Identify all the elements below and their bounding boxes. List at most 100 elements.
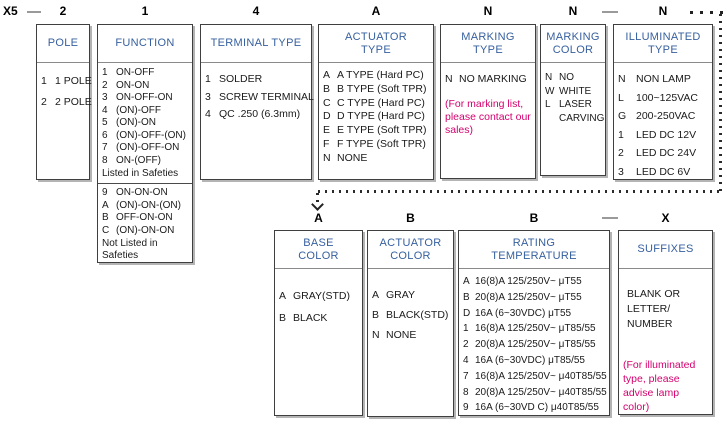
code-item: W WHITE	[545, 85, 601, 99]
code-illuminated-type: N	[658, 4, 668, 18]
note-text: (For marking list, please contact our sa…	[445, 98, 531, 136]
code-item: A (ON)-ON-(ON)	[102, 200, 188, 213]
item-label: 16A (6~30VDC) μT55	[475, 307, 572, 319]
item-code: 1	[463, 323, 469, 335]
item-code: W	[545, 85, 555, 97]
item-label: A TYPE (Hard PC)	[337, 69, 424, 81]
marking-type-box: MARKING TYPE N NO MARKING (For marking lis…	[440, 24, 536, 179]
item-code: 8	[102, 154, 108, 166]
item-label: NONE	[337, 151, 368, 164]
item-label: ON-OFF	[116, 67, 155, 78]
item-label: (ON)-OFF	[116, 104, 161, 116]
item-code: 1	[205, 73, 211, 85]
item-label: NO	[559, 72, 574, 83]
item-code: 4	[463, 354, 469, 366]
code-actuator-type: A	[371, 4, 381, 18]
item-label: 100~125VAC	[636, 91, 698, 104]
item-code: A	[102, 199, 109, 211]
code-item: 2 ON-ON	[102, 80, 188, 93]
section-divider	[98, 183, 192, 184]
static-text: BLANK OR LETTER/ NUMBER	[627, 288, 681, 330]
item-label: D TYPE (Hard PC)	[337, 110, 425, 123]
marking-type-box-title: MARKING TYPE	[441, 25, 535, 63]
base-color-box-title: BASE COLOR	[275, 231, 362, 269]
terminal-type-box-title: TERMINAL TYPE	[201, 25, 311, 63]
item-code: 1	[41, 75, 47, 87]
part-prefix: X5	[3, 4, 18, 18]
item-label: 20(8)A 125/250V~ μ40T85/55	[475, 386, 607, 398]
item-code: N	[372, 329, 380, 341]
dotted-connector-line	[316, 193, 319, 202]
item-label: 16(8)A 125/250V~ μT55	[475, 276, 582, 287]
code-item: 1 SOLDER	[205, 71, 307, 89]
pole-box-title: POLE	[37, 25, 89, 63]
item-code: L	[545, 99, 551, 110]
code-item: F F TYPE (Soft TPR)	[323, 138, 429, 152]
item-code: 5	[102, 117, 108, 128]
item-code: 2	[463, 339, 469, 351]
code-item: 4 (ON)-OFF	[102, 105, 188, 118]
item-label: (ON)-ON-(ON)	[116, 199, 181, 211]
item-code: 2	[618, 147, 624, 159]
item-label: (ON)-ON-ON	[116, 224, 175, 236]
item-code: B	[372, 309, 380, 321]
item-code: 2	[102, 79, 108, 91]
item-label: SOLDER	[219, 73, 263, 85]
item-code: B	[279, 312, 287, 324]
item-label: WHITE	[559, 85, 592, 97]
item-code: 1	[618, 128, 624, 141]
item-label: (ON)-OFF-ON	[116, 142, 180, 153]
actuator-color-box-title: ACTUATOR COLOR	[368, 231, 453, 269]
item-code: N	[323, 151, 331, 164]
item-label: C TYPE (Hard PC)	[337, 96, 425, 109]
item-label: GRAY(STD)	[293, 290, 350, 302]
note-text: (For illuminated type, please advise lam…	[623, 359, 696, 413]
item-label: 20(8)A 125/250V~ μT55	[475, 291, 582, 303]
item-label: NO MARKING	[459, 73, 527, 85]
item-label: 1 POLE	[55, 75, 92, 87]
item-label: ON-ON	[116, 79, 150, 91]
item-code: F	[323, 137, 330, 150]
code-item: 6(ON)-OFF-(ON)	[102, 130, 188, 143]
code-item: 7(ON)-OFF-ON	[102, 142, 188, 155]
dash-separator	[27, 11, 41, 13]
suffixes-box-items: BLANK OR LETTER/ NUMBER (For illuminated …	[619, 269, 712, 416]
item-label: E TYPE (Soft TPR)	[337, 124, 427, 137]
item-code: N	[618, 73, 626, 85]
dash-separator	[602, 217, 618, 219]
suffixes-box-title: SUFFIXES	[619, 231, 712, 269]
code-terminal-type: 4	[252, 4, 260, 18]
item-code: 3	[102, 92, 108, 103]
dotted-connector-line	[690, 11, 726, 14]
item-code: 2	[41, 96, 47, 108]
code-item: 5(ON)-ON	[102, 117, 188, 130]
item-label: F TYPE (Soft TPR)	[337, 137, 426, 150]
suffixes-box: SUFFIXES BLANK OR LETTER/ NUMBER (For ill…	[618, 230, 713, 415]
item-code: N	[445, 73, 453, 85]
item-label: OFF-ON-ON	[116, 212, 173, 223]
item-code: 4	[102, 104, 108, 116]
dotted-connector-line	[318, 190, 722, 193]
